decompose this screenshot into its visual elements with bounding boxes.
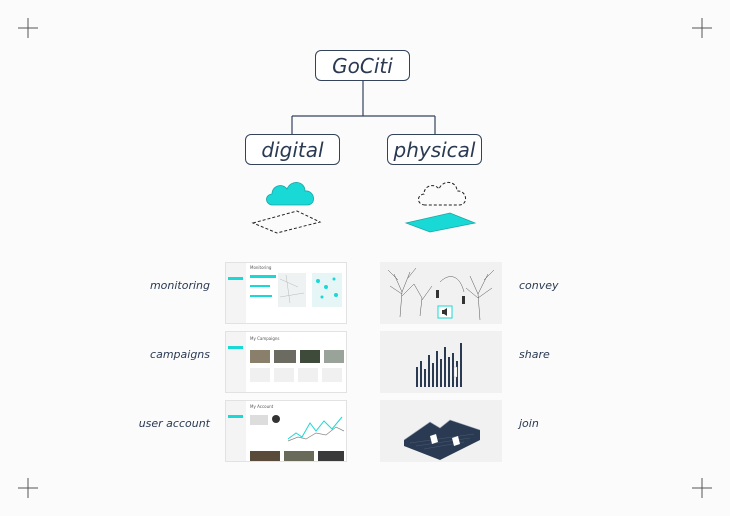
crop-mark-bottom-left	[18, 478, 38, 498]
crop-mark-top-left	[18, 18, 38, 38]
monitoring-screenshot: Monitoring	[225, 262, 347, 324]
convey-illustration	[380, 262, 502, 324]
campaigns-screen-title: My Campaigns	[250, 336, 280, 341]
share-illustration	[380, 331, 502, 393]
branch-node-physical: physical	[387, 134, 482, 165]
campaigns-screenshot: My Campaigns	[225, 331, 347, 393]
label-campaigns: campaigns	[150, 348, 210, 361]
monitoring-screen-title: Monitoring	[250, 265, 272, 270]
user-account-screen-title: My Account	[250, 404, 274, 409]
crop-mark-bottom-right	[692, 478, 712, 498]
root-label: GoCiti	[332, 53, 393, 78]
physical-cloud-plane-icon	[404, 182, 477, 233]
user-account-screenshot: My Account	[225, 400, 347, 462]
branch-label-digital: digital	[261, 137, 324, 162]
label-monitoring: monitoring	[149, 279, 210, 292]
label-convey: convey	[519, 279, 559, 292]
crop-mark-top-right	[692, 18, 712, 38]
label-join: join	[519, 417, 539, 430]
branch-label-physical: physical	[393, 137, 476, 162]
label-user-account: user account	[138, 417, 210, 430]
join-illustration	[380, 400, 502, 462]
label-share: share	[519, 348, 550, 361]
root-node: GoCiti	[315, 50, 410, 81]
digital-cloud-plane-icon	[251, 182, 322, 234]
branch-node-digital: digital	[245, 134, 340, 165]
